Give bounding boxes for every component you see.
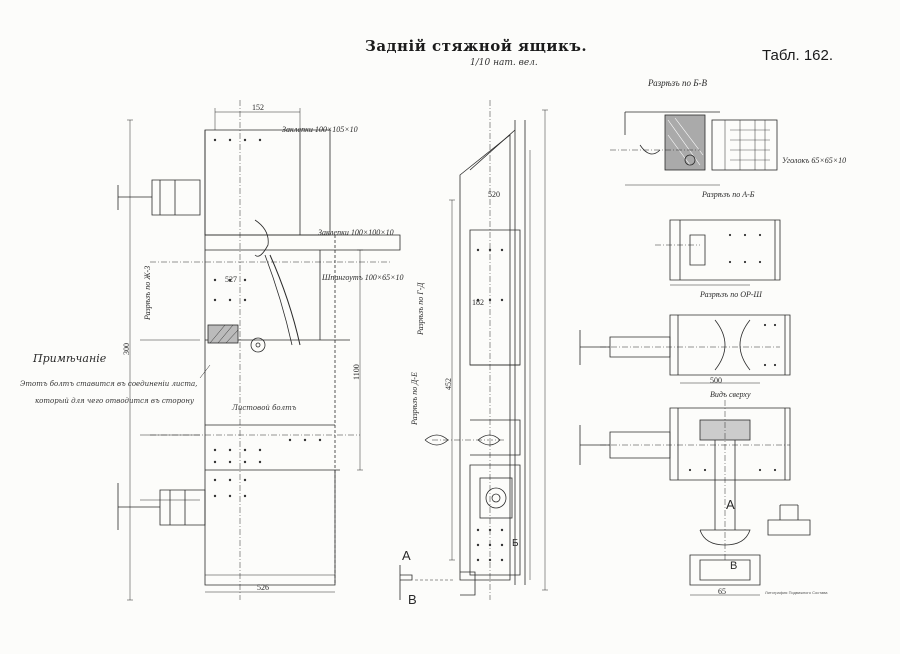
dim-300: 300 (122, 343, 131, 355)
section-gd (655, 219, 781, 286)
table-number: Табл. 162. (762, 47, 834, 64)
note-angle: Уголокъ 65×65×10 (782, 156, 847, 165)
remark-line-2: который для чего отводится въ сторону (35, 397, 194, 405)
point-b-middle: Б (512, 538, 519, 549)
dim-526: 526 (257, 583, 269, 592)
caption-section-ab: Разрѣзъ по А-Б (702, 190, 755, 199)
section-bv (610, 111, 778, 186)
section-oo (579, 314, 791, 384)
caption-section-gd: Разрѣзъ по Г-Д (416, 282, 425, 335)
remark-line-1: Этотъ болтъ ставится въ соединеніи листа… (20, 380, 198, 388)
remark-line-3: Листовой болтъ (232, 404, 297, 412)
note-frame: Шпангоутъ 100×65×10 (322, 273, 404, 282)
section-zh (579, 400, 811, 596)
drawing-title: Задній стяжной ящикъ. (365, 37, 588, 55)
printer-imprint: Литография Подвижного Состава (765, 590, 828, 595)
note-rivets-1: Заклепки 100×105×10 (282, 125, 358, 134)
dim-520: 520 (488, 190, 500, 199)
dim-527: 527 (225, 275, 237, 284)
scale-note: 1/10 нат. вел. (470, 58, 538, 68)
caption-section-zh: Разрѣзъ по Ж-З (143, 265, 152, 320)
left-view (117, 100, 401, 601)
middle-view (399, 100, 548, 600)
point-a-right: А (726, 497, 735, 512)
caption-view-from-above: Видъ сверху (710, 390, 751, 399)
point-v-left: В (408, 592, 417, 607)
caption-section-oo: Разрѣзъ по ОР-Ш (700, 290, 762, 299)
dim-1100: 1100 (352, 364, 361, 380)
point-v-right: В (730, 560, 738, 572)
note-rivets-2: Заклепки 100×100×10 (318, 228, 394, 237)
remark-title: Примѣчаніе (33, 352, 107, 365)
caption-section-bv: Разрѣзъ по Б-В (648, 78, 708, 88)
caption-section-dd: Разрѣзъ по Д-Е (410, 372, 419, 425)
dim-152: 152 (252, 103, 264, 112)
point-a-left: А (402, 548, 411, 563)
dim-500: 500 (710, 376, 722, 385)
dim-182: 182 (472, 298, 484, 307)
dim-65: 65 (718, 587, 726, 596)
dim-452: 452 (444, 378, 453, 390)
